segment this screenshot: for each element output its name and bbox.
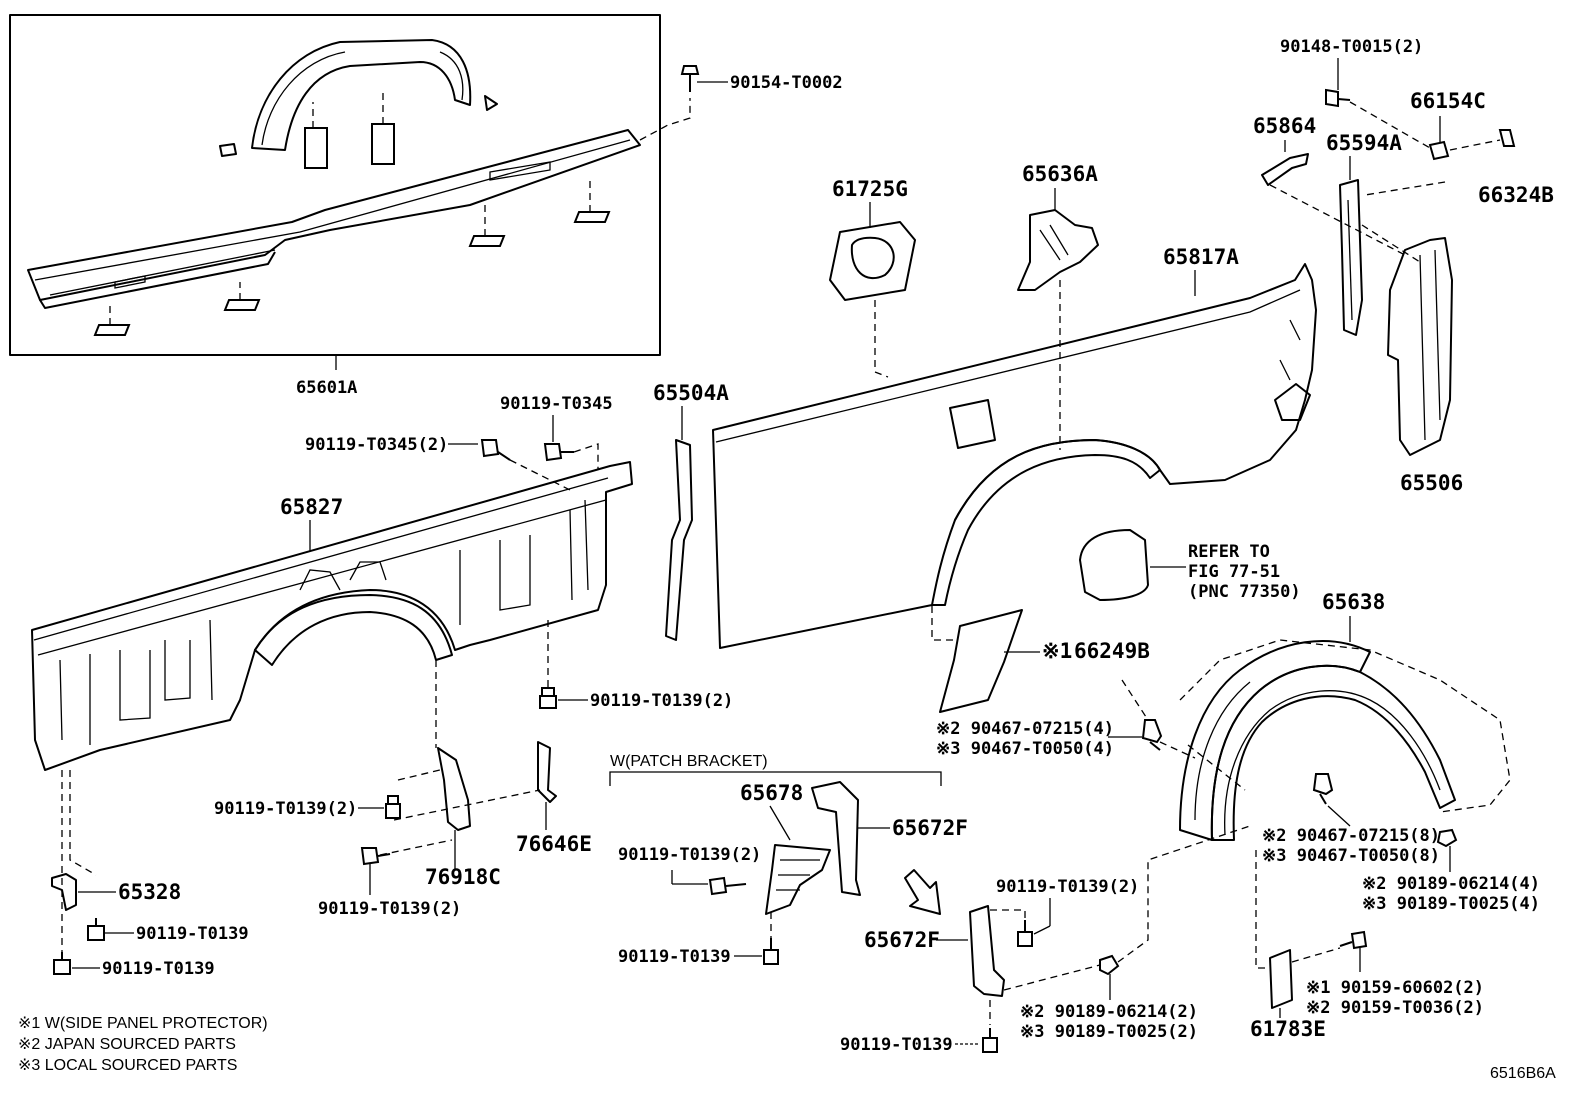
inner-panel-65827	[31, 461, 633, 771]
label-65672F-a: 65672F	[892, 816, 968, 840]
note-1: ※1 W(SIDE PANEL PROTECTOR)	[18, 1015, 268, 1032]
label-90119-T0139-2e: 90119-T0139(2)	[996, 877, 1139, 897]
direction-arrow	[904, 869, 941, 915]
label-90189-T0025-2: ※3 90189-T0025(2)	[1020, 1022, 1198, 1042]
plate-61783E	[1269, 949, 1293, 1009]
brace-65636A	[1017, 209, 1099, 291]
label-65672F-b: 65672F	[864, 928, 940, 952]
label-61725G: 61725G	[832, 177, 908, 201]
refer-line2: FIG 77-51	[1188, 562, 1280, 582]
label-90119-T0139-a: 90119-T0139	[136, 924, 249, 944]
label-65864: 65864	[1253, 114, 1316, 138]
label-65601A: 65601A	[296, 378, 357, 398]
label-90154-T0002: 90154-T0002	[730, 73, 843, 93]
bracket-76646E	[537, 741, 557, 803]
clip-66324B	[1498, 129, 1516, 147]
bolt-90119-T0345	[543, 443, 574, 462]
inset-box-65601A	[9, 14, 691, 356]
bolt-90119-T0139-2c	[360, 847, 391, 866]
label-90189-06214-4: ※2 90189-06214(4)	[1362, 874, 1540, 894]
label-66324B: 66324B	[1478, 183, 1554, 207]
label-66154C: 66154C	[1410, 89, 1486, 113]
label-90119-T0139-b: 90119-T0139	[102, 959, 215, 979]
bolt-90119-T0139-b	[53, 952, 71, 975]
label-90119-T0139-c: 90119-T0139	[618, 947, 731, 967]
extension-65506	[1387, 237, 1453, 456]
reinforcement-65594A	[1339, 179, 1363, 336]
label-90119-T0139-2a: 90119-T0139(2)	[590, 691, 733, 711]
label-patch-bracket: W(PATCH BRACKET)	[610, 753, 768, 770]
label-90189-06214-2: ※2 90189-06214(2)	[1020, 1002, 1198, 1022]
bracket-65672F-b	[969, 905, 1005, 997]
label-90467-T0050-8: ※3 90467-T0050(8)	[1262, 846, 1440, 866]
bolt-90119-T0139-2a	[539, 687, 557, 709]
fuel-door	[1079, 529, 1149, 601]
label-65328: 65328	[118, 880, 181, 904]
label-65817A: 65817A	[1163, 245, 1239, 269]
nut-90189-2	[1099, 954, 1120, 976]
bolt-90119-T0139-a	[87, 918, 105, 941]
label-90467-T0050-4: ※3 90467-T0050(4)	[936, 739, 1114, 759]
label-61783E: 61783E	[1250, 1017, 1326, 1041]
label-65638: 65638	[1322, 590, 1385, 614]
bracket-76918C	[437, 747, 471, 831]
bolt-90119-T0345-2	[480, 439, 511, 461]
label-76646E: 76646E	[516, 832, 592, 856]
label-65827: 65827	[280, 495, 343, 519]
nut-90189-4	[1436, 828, 1458, 848]
note-3: ※3 LOCAL SOURCED PARTS	[18, 1057, 237, 1074]
label-90159-T0036: ※2 90159-T0036(2)	[1306, 998, 1484, 1018]
quarter-panel-65817A	[712, 263, 1317, 649]
label-90119-T0139-d: 90119-T0139	[840, 1035, 953, 1055]
bolt-90154-T0002	[680, 65, 700, 92]
label-90159-60602: ※1 90159-60602(2)	[1306, 978, 1484, 998]
label-90467-07215-8: ※2 90467-07215(8)	[1262, 826, 1440, 846]
label-65506: 65506	[1400, 471, 1463, 495]
label-90119-T0139-2b: 90119-T0139(2)	[214, 799, 357, 819]
figure-id: 6516B6A	[1490, 1065, 1556, 1082]
protector-66249B	[939, 609, 1023, 713]
refer-line3: (PNC 77350)	[1188, 582, 1301, 602]
label-90119-T0345-2: 90119-T0345(2)	[305, 435, 448, 455]
label-65636A: 65636A	[1022, 162, 1098, 186]
label-90119-T0345: 90119-T0345	[500, 394, 613, 414]
label-65678: 65678	[740, 781, 803, 805]
label-90467-07215-4: ※2 90467-07215(4)	[936, 719, 1114, 739]
refer-line1: REFER TO	[1188, 542, 1270, 562]
label-90148-T0015: 90148-T0015(2)	[1280, 37, 1423, 57]
clip-90467-8	[1312, 773, 1334, 805]
fuel-housing-61725G	[829, 221, 916, 301]
bolt-90119-T0139-c	[763, 938, 779, 965]
patch-65678	[765, 844, 831, 915]
clip-90467-4	[1141, 719, 1163, 751]
liner-65638	[1179, 639, 1511, 841]
bolt-90119-T0139-2e	[1017, 920, 1033, 947]
label-65504A: 65504A	[653, 381, 729, 405]
bolt-90119-T0139-2b	[385, 795, 401, 819]
note-2: ※2 JAPAN SOURCED PARTS	[18, 1036, 236, 1053]
bolt-90119-T0139-2d	[708, 876, 747, 896]
bracket-65328	[51, 873, 77, 911]
label-66249B: 66249B	[1074, 639, 1150, 663]
bracket-65864	[1261, 153, 1309, 186]
bolt-90159	[1339, 930, 1368, 950]
label-76918C: 76918C	[425, 865, 501, 889]
clip-66154C	[1428, 140, 1450, 161]
bolt-90119-T0139-d	[982, 1028, 998, 1053]
label-90119-T0139-2d: 90119-T0139(2)	[618, 845, 761, 865]
label-65594A: 65594A	[1326, 131, 1402, 155]
label-90189-T0025-4: ※3 90189-T0025(4)	[1362, 894, 1540, 914]
label-66249B-mark: ※1	[1042, 639, 1072, 663]
seal-65504A	[665, 439, 693, 641]
bracket-65672F-a	[811, 781, 861, 896]
label-90119-T0139-2c: 90119-T0139(2)	[318, 899, 461, 919]
bolt-90148	[1325, 88, 1351, 108]
patch-bracket-bracket	[609, 771, 942, 786]
